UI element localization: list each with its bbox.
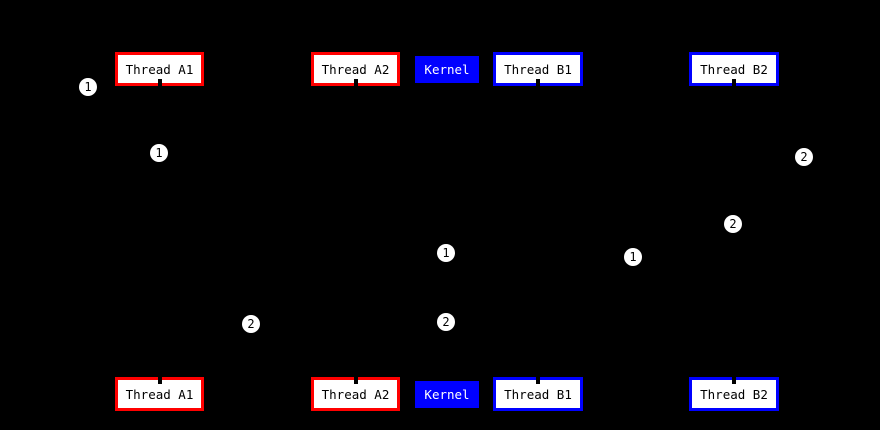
participant-label-thread-b1: Thread B1 xyxy=(504,61,572,77)
sequence-number-badge: 1 xyxy=(437,244,455,262)
sequence-number-badge: 2 xyxy=(724,215,742,233)
participant-label-kernel: Kernel xyxy=(424,62,470,77)
participant-label-thread-a2: Thread A2 xyxy=(321,386,390,402)
participant-box-thread-b1-bottom: Thread B1 xyxy=(493,377,583,411)
participant-label-thread-b2: Thread B2 xyxy=(700,61,768,77)
participant-label-thread-a1: Thread A1 xyxy=(125,386,194,402)
participant-box-thread-a1-top: Thread A1 xyxy=(115,52,204,86)
participant-box-kernel-top: Kernel xyxy=(415,56,479,83)
participant-box-kernel-bottom: Kernel xyxy=(415,381,479,408)
lifeline-notch xyxy=(536,377,540,384)
participant-label-kernel: Kernel xyxy=(424,387,470,402)
participant-box-thread-a2-top: Thread A2 xyxy=(311,52,400,86)
participant-label-thread-a1: Thread A1 xyxy=(125,61,194,77)
sequence-number-badge: 2 xyxy=(437,313,455,331)
sequence-number-badge: 1 xyxy=(624,248,642,266)
participant-label-thread-b2: Thread B2 xyxy=(700,386,768,402)
participant-box-thread-b2-top: Thread B2 xyxy=(689,52,779,86)
participant-box-thread-b1-top: Thread B1 xyxy=(493,52,583,86)
participant-box-thread-a1-bottom: Thread A1 xyxy=(115,377,204,411)
participant-label-thread-a2: Thread A2 xyxy=(321,61,390,77)
lifeline-notch xyxy=(536,79,540,86)
sequence-number-badge: 2 xyxy=(242,315,260,333)
participant-label-thread-b1: Thread B1 xyxy=(504,386,572,402)
lifeline-notch xyxy=(157,377,162,384)
lifeline-notch xyxy=(157,79,162,86)
lifeline-notch xyxy=(353,79,358,86)
participant-box-thread-a2-bottom: Thread A2 xyxy=(311,377,400,411)
lifeline-notch xyxy=(732,377,736,384)
lifeline-notch xyxy=(353,377,358,384)
participant-box-thread-b2-bottom: Thread B2 xyxy=(689,377,779,411)
lifeline-notch xyxy=(732,79,736,86)
sequence-number-badge: 2 xyxy=(795,148,813,166)
sequence-number-badge: 1 xyxy=(150,144,168,162)
sequence-number-badge: 1 xyxy=(79,78,97,96)
